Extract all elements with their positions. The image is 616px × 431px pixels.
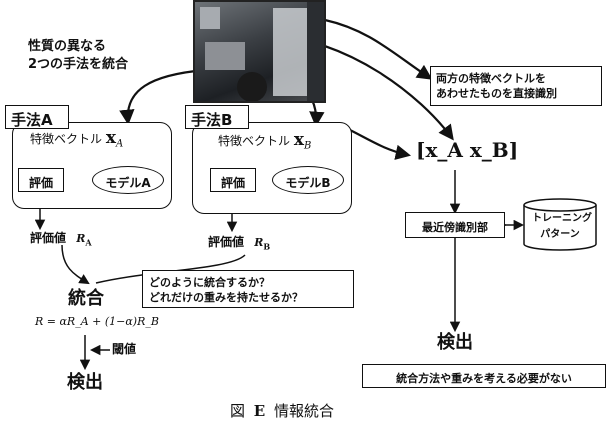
arrow-photo-to-right-note — [325, 20, 430, 78]
classifier-box: 最近傍識別部 — [405, 212, 505, 238]
method-a-title: 手法A — [5, 105, 69, 129]
caption-number: E — [254, 402, 265, 420]
threshold-label: 閾値 — [112, 343, 136, 355]
caption-title: 情報統合 — [274, 402, 334, 420]
integration-formula: R = αR_A + (1−α)R_B — [35, 316, 159, 327]
training-line2: パターン — [532, 230, 588, 240]
method-b-model-ellipse: モデルB — [272, 166, 344, 194]
detect-right-label: 検出 — [437, 334, 473, 352]
note-left-line1: 性質の異なる — [28, 40, 106, 53]
method-b-eval-box: 評価 — [210, 168, 256, 192]
curve-score-a-merge — [62, 245, 88, 283]
method-a-feature-sub: A — [116, 138, 123, 149]
right-note-line1: 両方の特徴ベクトルを — [436, 71, 601, 86]
bottom-note-box: 統合方法や重みを考える必要がない — [362, 364, 606, 388]
figure-caption: 図 E 情報統合 — [230, 404, 334, 419]
method-b-feature-symbol: x — [294, 130, 304, 150]
question-box: どのように統合するか？ どれだけの重みを持たせるか？ — [142, 270, 354, 308]
detect-left-label: 検出 — [67, 374, 103, 392]
integration-label: 統合 — [68, 290, 104, 308]
method-a-model-ellipse: モデルA — [92, 166, 164, 194]
question-line2: どれだけの重みを持たせるか？ — [149, 290, 353, 305]
method-b-title: 手法B — [185, 105, 249, 129]
method-b-score-label: 評価値 RB — [208, 236, 270, 250]
method-a-feature-symbol: x — [106, 128, 116, 148]
arrow-method-b-to-vector — [350, 130, 408, 155]
method-b-feature-label: 特徴ベクトル xB — [218, 132, 311, 151]
question-line1: どのように統合するか？ — [149, 275, 353, 290]
method-a-score-label: 評価値 RA — [30, 232, 92, 246]
method-a-eval-box: 評価 — [18, 168, 64, 192]
training-line1: トレーニング — [532, 214, 588, 224]
source-photo — [193, 0, 326, 103]
method-a-feature-label: 特徴ベクトル xA — [30, 130, 123, 149]
training-pattern-cylinder — [524, 199, 596, 250]
combined-vector: [x_A x_B] — [416, 140, 518, 160]
note-left-line2: 2つの手法を統合 — [28, 58, 128, 71]
caption-prefix: 図 — [230, 402, 245, 420]
right-note-line2: あわせたものを直接識別 — [436, 86, 601, 101]
method-b-feature-sub: B — [304, 140, 311, 151]
right-note-box: 両方の特徴ベクトルを あわせたものを直接識別 — [430, 66, 602, 106]
